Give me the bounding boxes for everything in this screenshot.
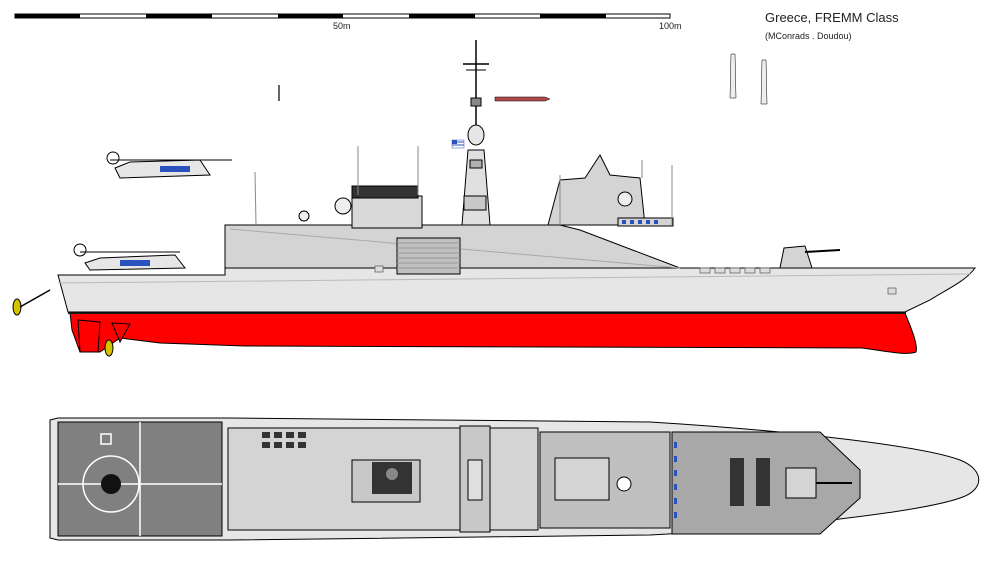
scale-bar — [14, 13, 671, 19]
helicopter-icon — [73, 243, 186, 271]
top-view — [49, 417, 980, 541]
drawing-title: Greece, FREMM Class — [765, 10, 899, 25]
radome-aft — [334, 197, 352, 215]
drawing-credit: (MConrads . Doudou) — [765, 31, 852, 41]
bridge-windows — [617, 217, 674, 227]
missile-icon — [278, 53, 768, 105]
forward-superstructure — [547, 153, 646, 226]
shaft-bracket — [111, 322, 131, 344]
scale-tick-100: 100m — [659, 21, 682, 31]
aft-superstructure — [351, 195, 423, 229]
naval-gun-icon-top — [785, 467, 852, 499]
greek-flag-icon — [451, 139, 465, 149]
radome-forward — [617, 191, 633, 207]
antifouling-hull — [69, 312, 917, 354]
scale-tick-50: 50m — [333, 21, 351, 31]
helicopter-icon-flying — [106, 151, 232, 179]
rudder — [77, 319, 101, 353]
mast-radome — [467, 124, 485, 146]
propeller-icon — [12, 289, 114, 357]
radome-aft-2 — [298, 210, 310, 222]
side-view — [12, 40, 976, 357]
aft-radar-box — [351, 185, 419, 199]
naval-gun-icon — [779, 245, 841, 269]
